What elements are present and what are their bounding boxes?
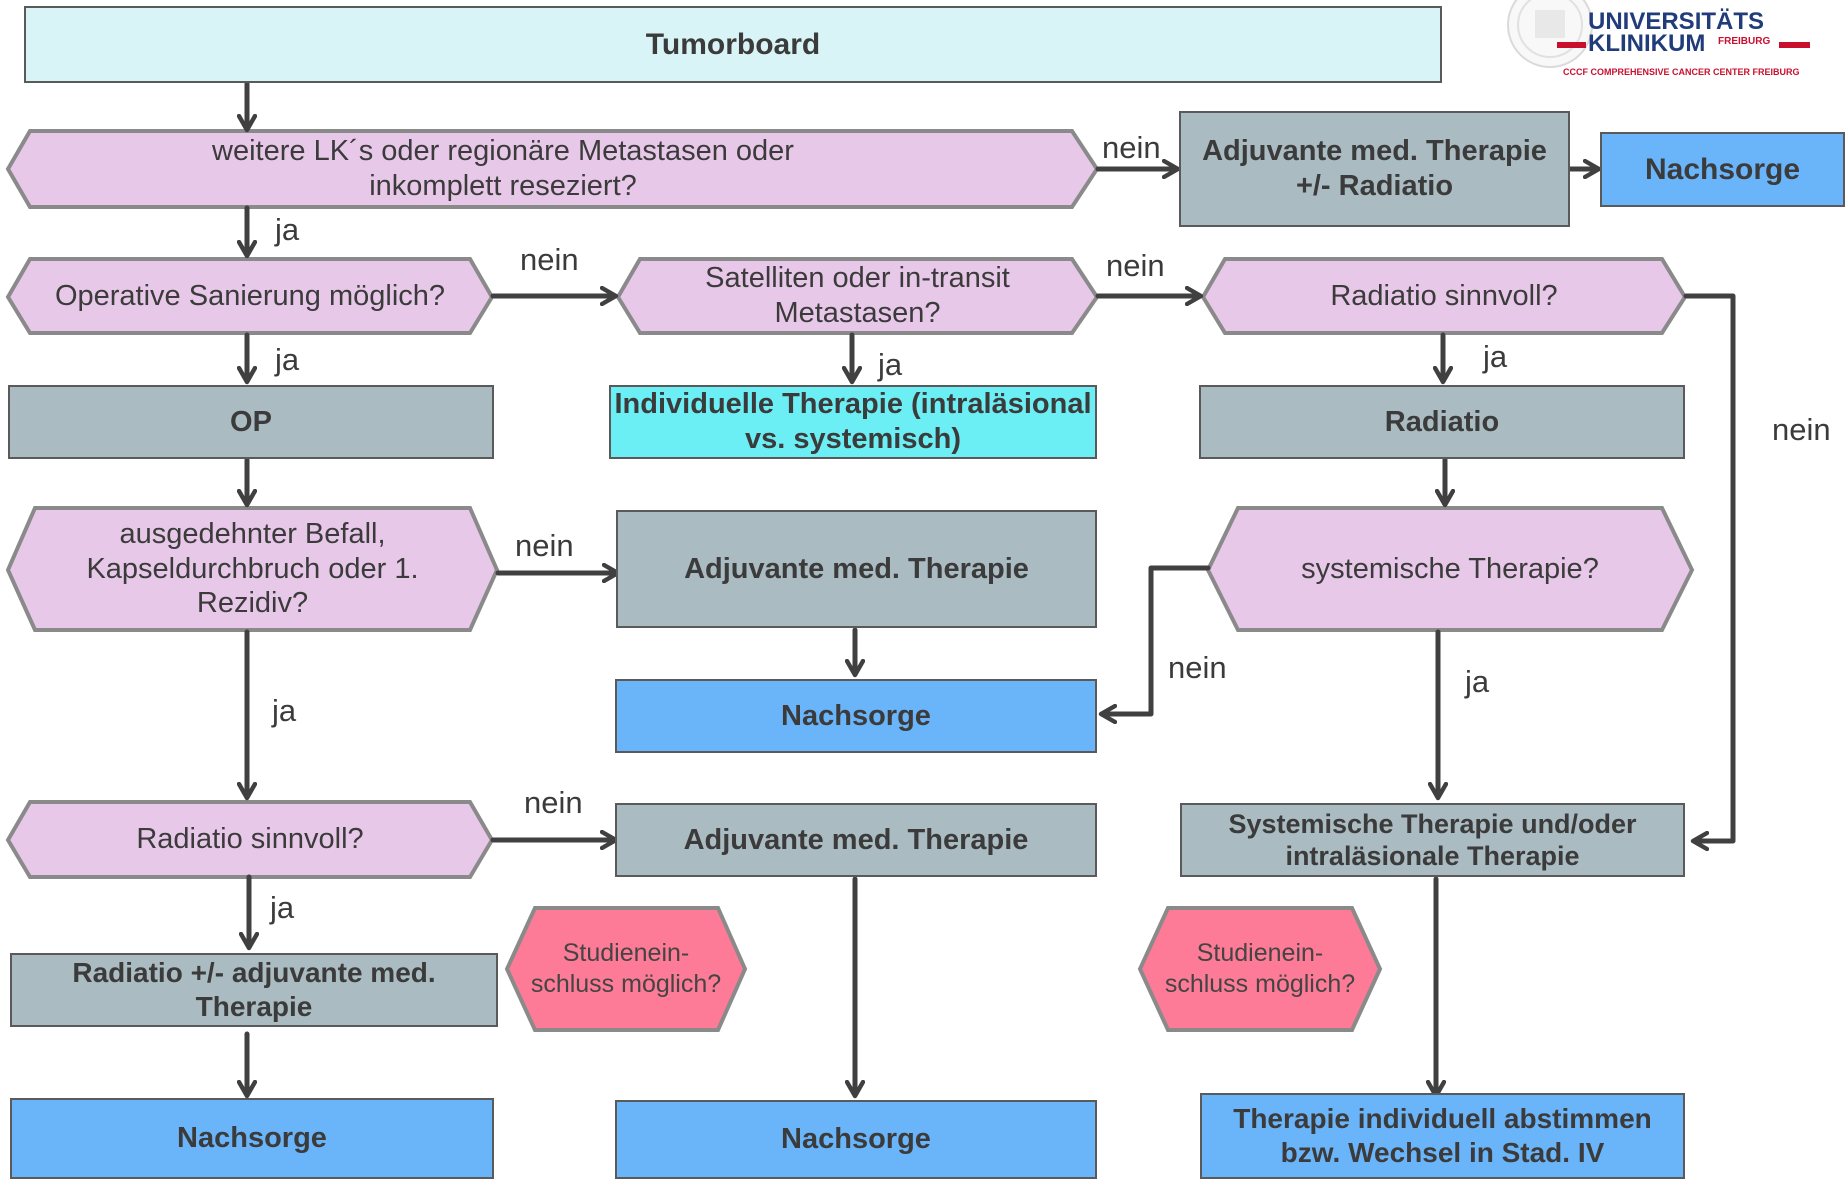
study-left-shape bbox=[504, 906, 748, 1032]
edge-label-nein: nein bbox=[524, 785, 583, 820]
edge-label-ja: ja bbox=[878, 347, 903, 382]
logo-line1: UNIVERSITÄTS bbox=[1588, 8, 1765, 35]
decision-radiatio-left-shape bbox=[5, 800, 495, 879]
node-adjuvant-radiatio: Adjuvante med. Therapie +/- Radiatio bbox=[1179, 111, 1570, 227]
node-q-systemisch: systemische Therapie? bbox=[1301, 552, 1599, 585]
node-q-radiatio-right: Radiatio sinnvoll? bbox=[1330, 279, 1558, 312]
node-radiatio-adjuvant: Radiatio +/- adjuvante med. Therapie bbox=[10, 953, 498, 1027]
edge-radiatio-q-systemisch-nein bbox=[1683, 293, 1736, 841]
university-logo: UNIVERSITÄTS KLINIKUM FREIBURG CCCF COMP… bbox=[1508, 0, 1847, 90]
edge-label-ja: ja bbox=[1465, 664, 1490, 699]
node-nachsorge-top: Nachsorge bbox=[1600, 132, 1845, 207]
node-q-satelliten: Satelliten oder in-transit Metastasen? bbox=[705, 262, 1010, 329]
edge-label-nein: nein bbox=[1102, 130, 1161, 165]
node-systemische-therapie: Systemische Therapie und/oder intraläsio… bbox=[1180, 803, 1685, 877]
node-adjuvant-mid: Adjuvante med. Therapie bbox=[616, 510, 1097, 628]
node-op: OP bbox=[8, 385, 494, 459]
decision-operative-shape bbox=[5, 257, 495, 335]
node-nachsorge-bl: Nachsorge bbox=[10, 1098, 494, 1179]
edge-label-nein: nein bbox=[1772, 412, 1831, 447]
node-nachsorge-mid: Nachsorge bbox=[615, 679, 1097, 753]
edge-systemisch-nachsorge-nein bbox=[1103, 565, 1211, 714]
decision-lk-shape bbox=[5, 129, 1100, 209]
edge-label-ja: ja bbox=[272, 693, 297, 728]
node-nachsorge-bm: Nachsorge bbox=[615, 1100, 1097, 1179]
node-q-radiatio-left: Radiatio sinnvoll? bbox=[136, 823, 364, 856]
node-tumorboard: Tumorboard bbox=[24, 6, 1442, 83]
logo-tagline: CCCF COMPREHENSIVE CANCER CENTER FREIBUR… bbox=[1563, 67, 1800, 77]
node-q-operative: Operative Sanierung möglich? bbox=[54, 279, 446, 312]
logo-line2: KLINIKUM bbox=[1588, 30, 1706, 57]
node-studien-left: Studienein-schluss möglich? bbox=[530, 938, 722, 998]
study-right-shape bbox=[1137, 906, 1383, 1032]
node-individuelle-therapie: Individuelle Therapie (intraläsional vs.… bbox=[609, 385, 1097, 459]
decision-ausgedehnt-shape bbox=[5, 506, 500, 632]
edge-label-nein: nein bbox=[515, 528, 574, 563]
node-therapie-individuell: Therapie individuell abstimmen bzw. Wech… bbox=[1200, 1093, 1685, 1179]
edge-label-ja: ja bbox=[275, 212, 300, 247]
node-radiatio-right: Radiatio bbox=[1199, 385, 1685, 459]
logo-line2-suffix: FREIBURG bbox=[1718, 36, 1771, 47]
edge-label-nein: nein bbox=[520, 242, 579, 277]
logo-red-bar bbox=[1779, 42, 1810, 48]
university-seal-icon bbox=[1507, 0, 1593, 68]
logo-red-bar bbox=[1557, 42, 1586, 48]
node-q-lk-metastasen: weitere LK´s oder regionäre Metastasen o… bbox=[212, 135, 794, 202]
edge-label-ja: ja bbox=[270, 890, 295, 925]
edge-label-nein: nein bbox=[1106, 248, 1165, 283]
node-q-ausgedehnt: ausgedehnter Befall, Kapseldurchbruch od… bbox=[86, 517, 419, 620]
edge-label-ja: ja bbox=[1483, 339, 1508, 374]
edge-label-ja: ja bbox=[275, 342, 300, 377]
node-studien-right: Studienein-schluss möglich? bbox=[1164, 938, 1356, 998]
node-adjuvant-low: Adjuvante med. Therapie bbox=[615, 803, 1097, 877]
edge-label-nein: nein bbox=[1168, 650, 1227, 685]
